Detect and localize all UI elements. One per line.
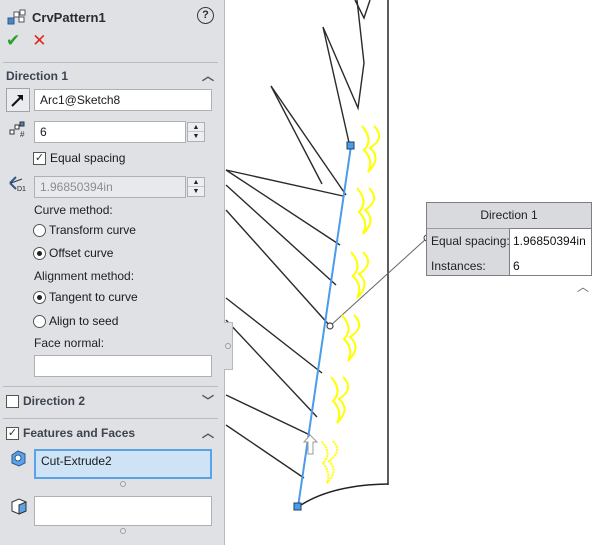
curve-pattern-icon — [7, 9, 26, 25]
offset-curve-radio[interactable]: Offset curve — [33, 246, 113, 260]
callout-instances-label: Instances: — [431, 259, 486, 273]
callout-spacing-label: Equal spacing: — [431, 234, 510, 248]
resize-handle[interactable] — [120, 481, 126, 487]
chevron-up-icon[interactable]: ︿ — [201, 426, 214, 440]
panel-splitter[interactable] — [224, 322, 233, 370]
checkbox-checked-icon: ✓ — [6, 426, 19, 440]
chevron-up-icon[interactable]: ︿ — [577, 280, 590, 294]
spacing-dimension-icon: D1 — [9, 176, 26, 193]
face-normal-field[interactable] — [34, 355, 212, 377]
direction1-callout: Direction 1 Equal spacing: 1.96850394in … — [426, 202, 592, 276]
radio-unselected-icon — [33, 314, 46, 328]
faces-to-pattern-icon — [11, 498, 27, 515]
radio-selected-icon — [33, 246, 46, 260]
feature-item[interactable]: Cut-Extrude2 — [41, 454, 112, 468]
offset-curve-label: Offset curve — [49, 246, 114, 260]
spacing-spinner: ▲▼ — [187, 177, 205, 197]
ok-button[interactable]: ✔ — [6, 31, 21, 50]
features-faces-checkbox[interactable]: ✓ Features and Faces — [6, 426, 135, 440]
callout-leader — [329, 237, 428, 327]
divider — [3, 386, 218, 387]
transform-curve-radio[interactable]: Transform curve — [33, 223, 136, 237]
features-to-pattern-icon — [11, 450, 26, 467]
curve-method-label: Curve method: — [34, 203, 113, 217]
checkbox-unchecked-icon — [6, 394, 19, 408]
chevron-up-icon[interactable]: ︿ — [201, 69, 214, 83]
callout-spacing-value[interactable]: 1.96850394in — [513, 234, 586, 248]
direction1-title: Direction 1 — [6, 69, 69, 83]
pattern-path-curve[interactable] — [297, 145, 352, 508]
align-to-seed-radio[interactable]: Align to seed — [33, 314, 118, 328]
chevron-down-icon[interactable]: ﹀ — [201, 394, 214, 408]
svg-text:D1: D1 — [17, 186, 26, 193]
curve-endpoint-handle-top[interactable] — [346, 141, 355, 150]
features-faces-title: Features and Faces — [23, 426, 136, 440]
reverse-direction-icon — [11, 95, 23, 107]
instances-input[interactable]: 6 — [34, 121, 186, 143]
checkbox-checked-icon: ✓ — [33, 151, 46, 165]
feature-title: CrvPattern1 — [32, 9, 106, 25]
cancel-button[interactable]: ✕ — [32, 31, 47, 50]
callout-value-cell[interactable] — [509, 228, 592, 276]
svg-text:#: # — [20, 130, 25, 139]
features-list[interactable]: Cut-Extrude2 — [34, 449, 212, 479]
resize-handle[interactable] — [120, 528, 126, 534]
equal-spacing-label: Equal spacing — [50, 151, 126, 165]
title-row: CrvPattern1 — [6, 6, 216, 28]
tangent-to-curve-radio[interactable]: Tangent to curve — [33, 290, 138, 304]
radio-selected-icon — [33, 290, 46, 304]
pattern-preview-instances — [320, 125, 381, 484]
part-edge-bottom — [297, 483, 389, 508]
direction2-checkbox[interactable]: Direction 2 — [6, 394, 85, 408]
divider — [3, 418, 218, 419]
direction1-header[interactable]: Direction 1 ︿ — [6, 67, 216, 85]
curve-endpoint-handle-bottom[interactable] — [293, 502, 302, 511]
reverse-direction-button[interactable] — [6, 88, 30, 112]
instances-spinner[interactable]: ▲▼ — [187, 122, 205, 142]
callout-instances-value[interactable]: 6 — [513, 259, 520, 273]
property-manager-panel: CrvPattern1 ? ✔ ✕ Direction 1 ︿ Arc1@Ske… — [0, 0, 225, 545]
equal-spacing-checkbox[interactable]: ✓ Equal spacing — [33, 151, 125, 165]
instances-icon: # — [9, 121, 25, 139]
part-teeth — [225, 0, 371, 479]
transform-curve-label: Transform curve — [49, 223, 136, 237]
path-curve-field[interactable]: Arc1@Sketch8 — [34, 89, 212, 111]
divider — [3, 62, 218, 63]
leader-anchor — [326, 322, 334, 330]
tangent-to-curve-label: Tangent to curve — [49, 290, 138, 304]
radio-unselected-icon — [33, 223, 46, 237]
align-to-seed-label: Align to seed — [49, 314, 119, 328]
help-button[interactable]: ? — [197, 7, 214, 24]
direction2-header[interactable]: Direction 2 ﹀ — [6, 392, 216, 410]
face-normal-label: Face normal: — [34, 336, 105, 350]
callout-title: Direction 1 — [480, 208, 538, 222]
faces-list[interactable] — [34, 496, 212, 526]
spacing-input: 1.96850394in — [34, 176, 186, 198]
splitter-handle-icon — [225, 343, 231, 349]
features-faces-header[interactable]: ✓ Features and Faces ︿ — [6, 424, 216, 442]
alignment-method-label: Alignment method: — [34, 269, 135, 283]
direction-arrow-icon[interactable] — [302, 434, 319, 455]
direction2-title: Direction 2 — [23, 394, 86, 408]
